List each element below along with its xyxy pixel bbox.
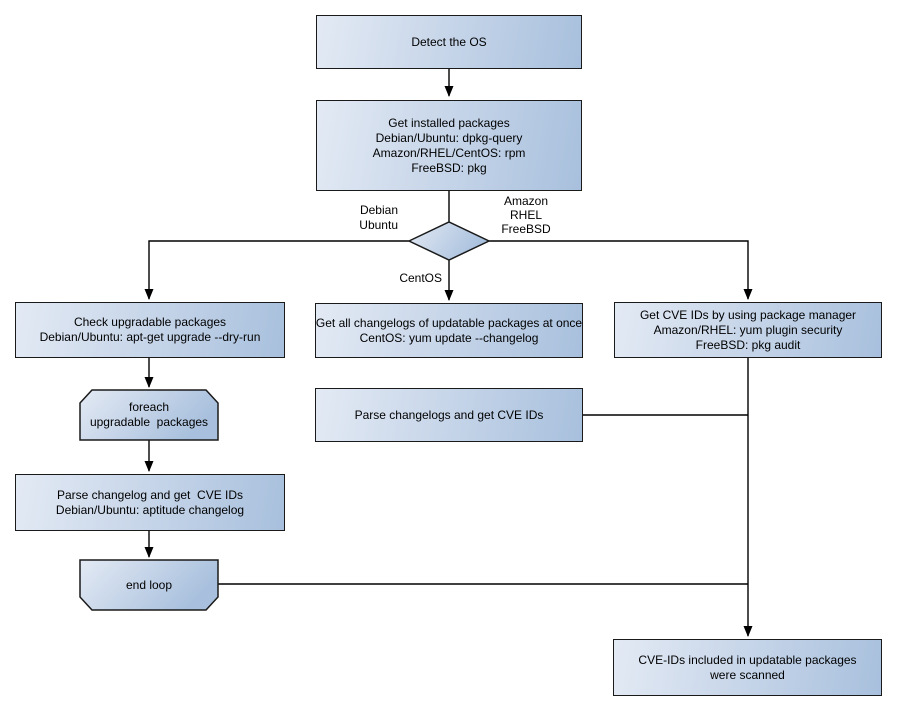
edge-label-amazon-rhel-freebsd: Amazon RHEL FreeBSD (494, 194, 558, 236)
node-line: Get installed packages (388, 115, 510, 130)
node-line: Amazon/RHEL/CentOS: rpm (372, 145, 526, 160)
node-detect-os: Detect the OS (316, 15, 582, 69)
node-line: Get all changelogs of updatable packages… (315, 315, 583, 330)
node-line: Parse changelogs and get CVE IDs (354, 407, 544, 422)
node-line: Amazon/RHEL: yum plugin security (653, 322, 843, 337)
edge-label-line: CentOS (399, 271, 442, 285)
node-line: Get CVE IDs by using package manager (639, 307, 857, 322)
edge-decision-to-check-upgradable (144, 240, 409, 300)
node-parse-changelogs-mid: Parse changelogs and get CVE IDs (315, 388, 583, 442)
node-detect-os-line: Detect the OS (411, 34, 487, 49)
node-line: FreeBSD: pkg (411, 160, 487, 175)
edge-label-line: RHEL (509, 208, 542, 222)
node-end-loop: end loop (80, 560, 218, 610)
node-line: end loop (125, 577, 173, 592)
node-parse-changelog-left: Parse changelog and get CVE IDs Debian/U… (15, 474, 285, 531)
edge-label-line: Amazon (503, 194, 549, 208)
node-line: FreeBSD: pkg audit (695, 337, 801, 352)
node-line: Debian/Ubuntu: aptitude changelog (55, 502, 245, 517)
edge-label-centos: CentOS (390, 271, 442, 286)
node-line: Parse changelog and get CVE IDs (56, 487, 244, 502)
node-get-installed-packages: Get installed packages Debian/Ubuntu: dp… (316, 100, 582, 191)
edge-decision-to-get-cve-ids (489, 240, 753, 300)
node-cve-ids-scanned: CVE-IDs included in updatable packages w… (613, 639, 882, 696)
node-line: upgradable packages (89, 415, 209, 429)
node-check-upgradable-packages: Check upgradable packages Debian/Ubuntu:… (15, 302, 285, 358)
node-line: foreach (128, 400, 170, 414)
foreach-loop-start-shape (79, 389, 219, 441)
node-line: were scanned (710, 667, 785, 682)
os-decision-diamond (407, 221, 491, 261)
edge-label-line: Debian (359, 203, 398, 217)
node-line: CVE-IDs included in updatable packages (638, 652, 857, 667)
node-line: Check upgradable packages (73, 315, 227, 329)
node-get-all-changelogs: Get all changelogs of updatable packages… (315, 303, 583, 358)
node-get-cve-ids-right: Get CVE IDs by using package manager Ama… (614, 302, 882, 358)
node-line: Debian/Ubuntu: dpkg-query (375, 130, 523, 145)
edge-label-line: Ubuntu (359, 218, 398, 232)
node-line: CentOS: yum update --changelog (359, 330, 539, 345)
edge-label-debian-ubuntu: Debian Ubuntu (330, 203, 398, 233)
end-loop-shape (79, 559, 219, 611)
node-foreach-loop-start: foreach upgradable packages (80, 390, 218, 440)
edge-label-line: FreeBSD (501, 222, 551, 236)
node-line: Debian/Ubuntu: apt-get upgrade --dry-run (39, 330, 261, 344)
